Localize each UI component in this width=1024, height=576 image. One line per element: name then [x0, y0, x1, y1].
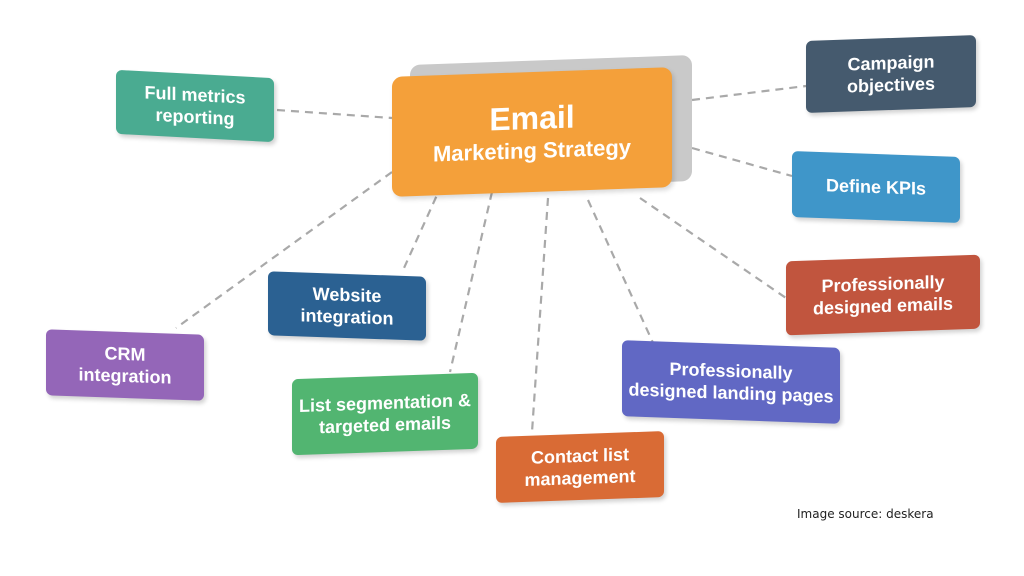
node-full-metrics: Full metrics reporting — [116, 69, 274, 143]
node-website-integration-line-1: Website — [312, 283, 382, 307]
node-professionally-designed-landing-pages: Professionally designed landing pages — [622, 340, 840, 424]
connector-define-kpis — [691, 146, 793, 178]
node-crm-integration-line-2: integration — [78, 364, 172, 388]
connector-crm-integration — [175, 171, 393, 329]
node-define-kpis-line-1: Define KPIs — [825, 175, 927, 199]
connector-professionally-designed-emails — [639, 197, 787, 299]
connector-website-integration — [402, 183, 444, 269]
connector-campaign-objectives — [691, 84, 807, 102]
node-website-integration: Website integration — [268, 271, 426, 341]
node-professionally-designed-emails-line-2: designed emails — [812, 293, 954, 319]
node-professionally-designed-emails: Professionally designed emails — [786, 254, 980, 336]
connector-professionally-designed-landing-pages — [586, 199, 656, 346]
node-campaign-objectives-line-2: objectives — [846, 73, 936, 97]
center-node: Email Marketing Strategy — [392, 67, 672, 197]
center-title: Email — [489, 98, 575, 138]
image-source-note: Image source: deskera — [797, 507, 934, 521]
node-contact-list-management: Contact list management — [496, 431, 664, 503]
node-full-metrics-line-2: reporting — [155, 104, 235, 130]
node-contact-list-management-line-2: management — [524, 466, 636, 490]
node-crm-integration-line-1: CRM — [104, 343, 146, 365]
connector-list-segmentation — [448, 191, 494, 373]
node-campaign-objectives: Campaign objectives — [806, 35, 976, 113]
node-crm-integration: CRM integration — [46, 329, 204, 401]
node-list-segmentation-line-2: targeted emails — [318, 412, 452, 438]
node-list-segmentation: List segmentation & targeted emails — [292, 372, 478, 456]
center-subtitle: Marketing Strategy — [432, 134, 632, 167]
node-define-kpis: Define KPIs — [792, 151, 960, 223]
node-website-integration-line-2: integration — [300, 305, 394, 329]
connector-full-metrics — [276, 108, 393, 120]
connector-contact-list-management — [530, 197, 550, 433]
node-campaign-objectives-line-1: Campaign — [847, 51, 935, 75]
